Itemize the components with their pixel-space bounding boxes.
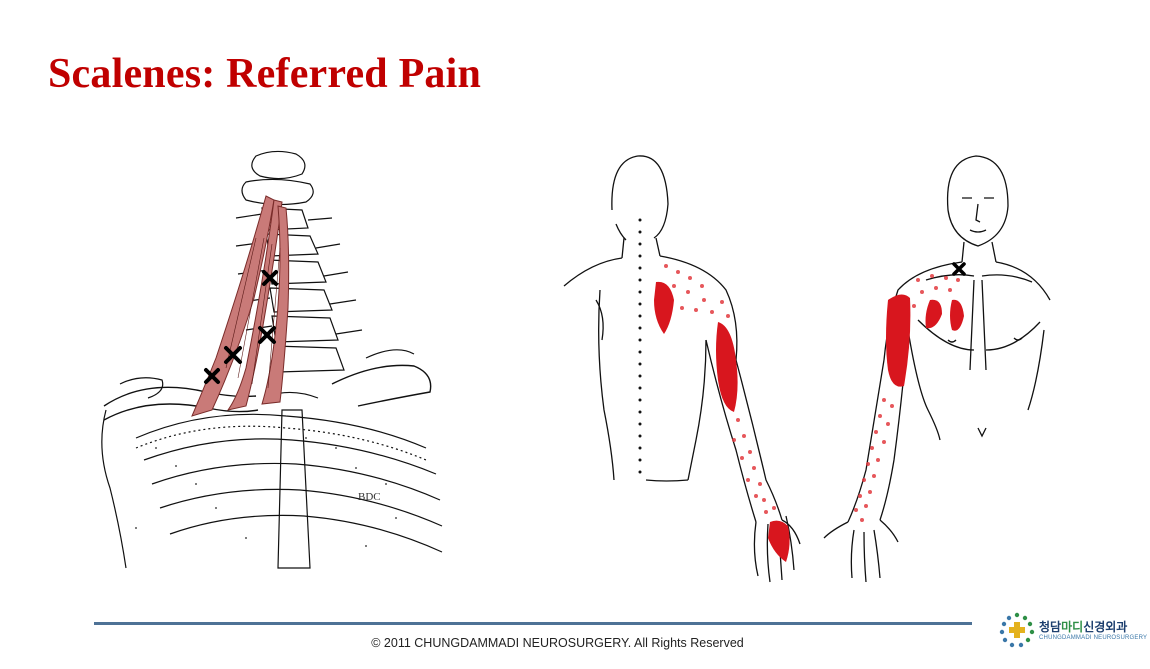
scalene-anatomy-illustration: BDC xyxy=(101,150,443,569)
clinic-logo: 청담마디신경외과 CHUNGDAMMADI NEUROSURGERY xyxy=(999,612,1149,652)
footer-divider xyxy=(94,622,972,625)
clinic-name-korean: 청담마디신경외과 xyxy=(1039,620,1128,634)
anterior-referred-pain-diagram xyxy=(823,155,1051,583)
clinic-logo-icon xyxy=(999,612,1035,648)
posterior-referred-pain-diagram xyxy=(563,155,801,583)
copyright-notice: © 2011 CHUNGDAMMADI NEUROSURGERY. All Ri… xyxy=(371,636,744,650)
clinic-name-english: CHUNGDAMMADI NEUROSURGERY xyxy=(1039,635,1148,641)
artist-initials: BDC xyxy=(358,491,381,503)
slide-title: Scalenes: Referred Pain xyxy=(48,51,482,97)
